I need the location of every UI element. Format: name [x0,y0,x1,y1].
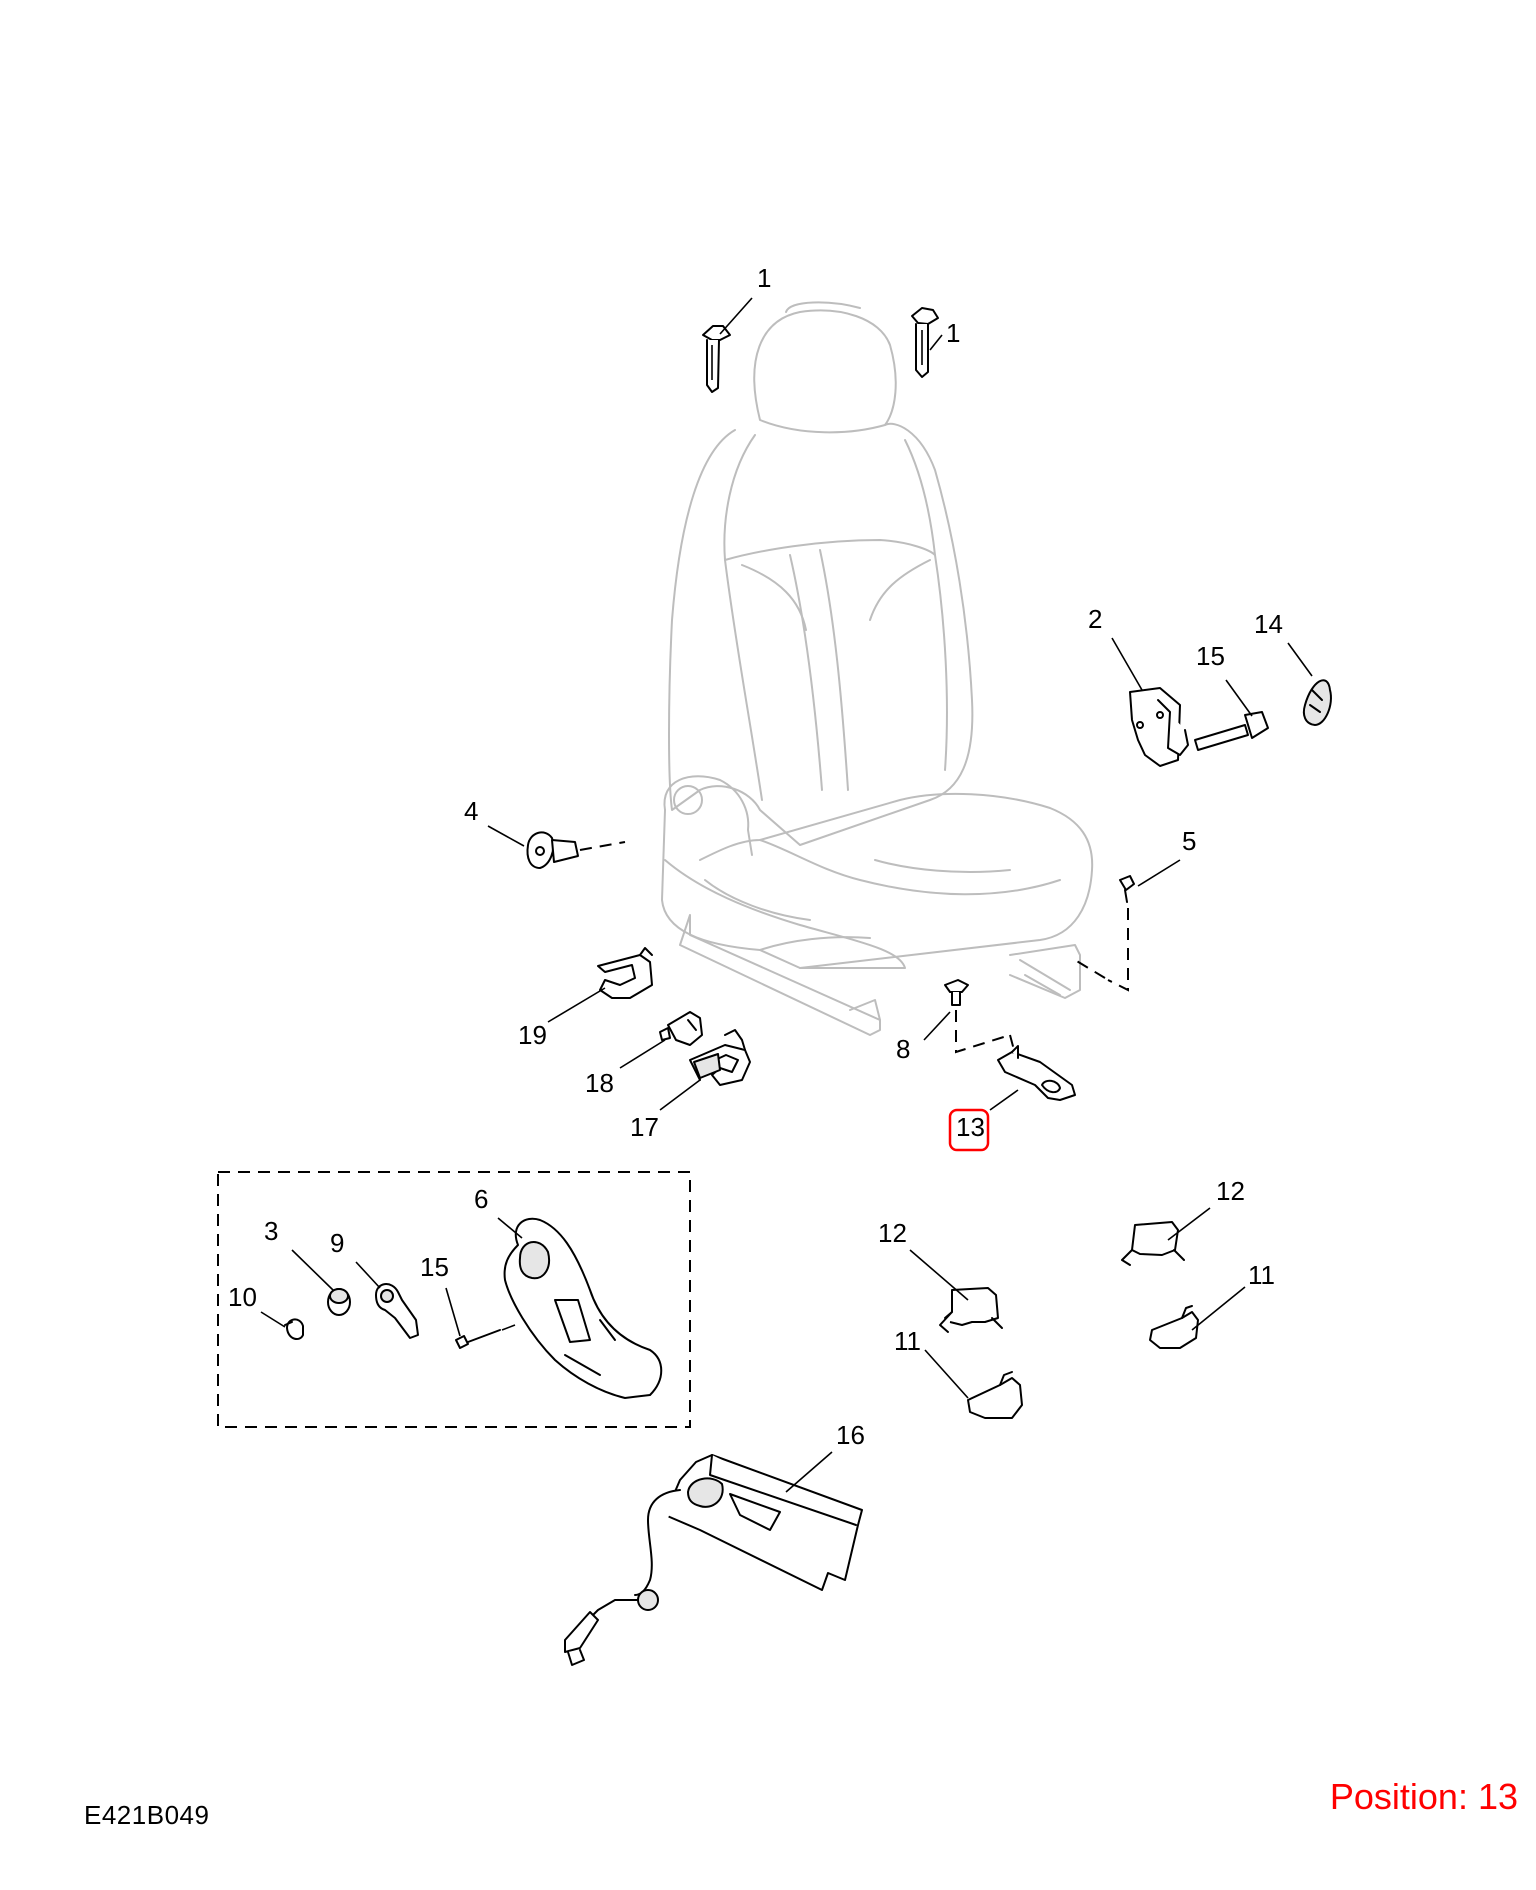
callout-1-top: 1 [757,263,771,293]
callout-8: 8 [896,1034,910,1064]
parts-group-box [217,1171,691,1428]
part-10-cap [284,1318,304,1341]
part-11-clip-left [967,1371,1023,1419]
callout-12-right: 12 [1216,1176,1245,1206]
part-17-clip [689,1029,751,1086]
callout-11-right: 11 [1248,1260,1275,1290]
callout-15-lower: 15 [420,1252,449,1282]
part-19-clip [597,947,653,999]
part-5-small-screw [1074,875,1135,992]
callout-6: 6 [474,1184,488,1214]
part-1-left-headrest-guide [702,325,731,393]
callout-15-upper: 15 [1196,641,1225,671]
part-13-bracket [997,1045,1076,1101]
part-15-screw-lower [455,1324,516,1349]
callout-5: 5 [1182,826,1196,856]
part-16-sensor-mat [564,1454,863,1666]
callout-4: 4 [464,796,478,826]
part-8-bolt [944,979,1015,1054]
callout-11-left: 11 [894,1326,921,1356]
part-15-bolt-upper [1194,711,1269,751]
leader-lines [260,297,1313,1493]
position-indicator: Position: 13 [1329,1776,1518,1817]
part-1-right-headrest-guide [911,307,939,378]
part-14-cap [1302,679,1332,726]
callout-13-highlight [948,1108,990,1152]
part-9-lever [375,1283,419,1339]
part-12-clip-left [939,1287,1003,1333]
callout-10: 10 [228,1282,257,1312]
callout-12-left: 12 [878,1218,907,1248]
callout-19: 19 [518,1020,547,1050]
part-18-clip [659,1011,703,1046]
callout-2: 2 [1088,604,1102,634]
callout-16: 16 [836,1420,865,1450]
part-11-clip-right [1149,1305,1199,1349]
callout-numbers: 1 1 2 15 14 4 5 8 13 19 18 17 6 3 9 15 1… [228,263,1283,1450]
part-3-plug [327,1288,351,1316]
callout-13: 13 [956,1112,985,1142]
part-4-screw [526,831,626,869]
part-2-bracket [1129,687,1189,767]
callout-14: 14 [1254,609,1283,639]
callout-17: 17 [630,1112,659,1142]
callout-3: 3 [264,1216,278,1246]
callout-18: 18 [585,1068,614,1098]
callout-1-right: 1 [946,318,960,348]
part-6-side-cover [503,1217,663,1399]
seat-outline [661,301,1094,1036]
diagram-reference-code: E421B049 [84,1800,210,1830]
callout-9: 9 [330,1228,344,1258]
part-12-clip-right [1121,1221,1185,1266]
